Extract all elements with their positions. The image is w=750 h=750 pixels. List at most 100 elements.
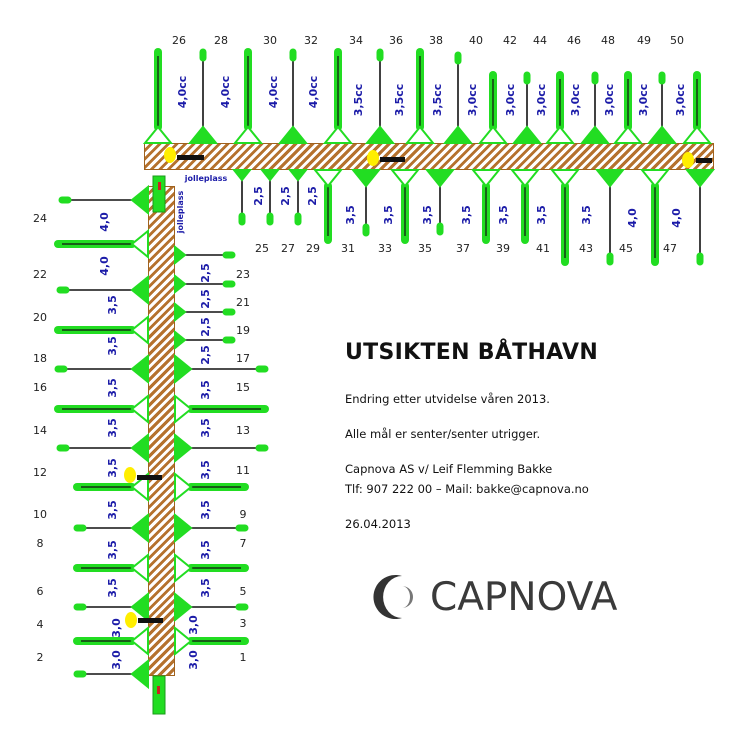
solid-triangle xyxy=(231,169,253,182)
pole-boom xyxy=(174,353,269,385)
finger-boom xyxy=(142,48,174,144)
pole-boom xyxy=(511,71,543,144)
berth-number: 4 xyxy=(37,618,44,631)
solid-triangle xyxy=(646,125,678,144)
berth-number: 12 xyxy=(33,466,47,479)
solid-triangle xyxy=(174,512,193,544)
berth-width: 4,0 xyxy=(626,208,639,228)
outline-triangle xyxy=(404,125,436,144)
date: 26.04.2013 xyxy=(345,517,411,531)
berth-width: 2,5 xyxy=(252,186,265,206)
berth-width: 3,0 xyxy=(187,650,200,670)
finger-boom xyxy=(73,471,149,503)
berth-number: 28 xyxy=(214,34,228,47)
pole-boom xyxy=(442,51,474,144)
solid-triangle xyxy=(174,301,187,323)
berth-number: 1 xyxy=(240,651,247,664)
page-title: UTSIKTEN BÅTHAVN xyxy=(345,340,599,365)
berth-width: 3,5 xyxy=(421,205,434,225)
pole-boom xyxy=(56,274,149,306)
berth-width: 4,0 xyxy=(670,208,683,228)
solid-triangle xyxy=(684,169,716,188)
finger-boom xyxy=(544,71,576,144)
berth-number: 14 xyxy=(33,424,47,437)
berth-number: 34 xyxy=(349,34,363,47)
berth-width: 3,0 xyxy=(110,650,123,670)
finger-boom xyxy=(477,71,509,144)
pole-boom xyxy=(594,169,626,266)
berth-number: 5 xyxy=(240,585,247,598)
pole-boom xyxy=(73,658,149,690)
berth-width: 3,5 xyxy=(106,418,119,438)
berth-width: 3,5 xyxy=(382,205,395,225)
outline-triangle xyxy=(639,169,671,188)
berth-number: 21 xyxy=(236,296,250,309)
solid-triangle xyxy=(511,125,543,144)
berth-number: 35 xyxy=(418,242,432,255)
berth-width: 3,5cc xyxy=(352,84,365,117)
outline-triangle xyxy=(142,125,174,144)
berth-width: 3,5cc xyxy=(431,84,444,117)
berth-number: 49 xyxy=(637,34,651,47)
berth-number: 32 xyxy=(304,34,318,47)
berth-number: 41 xyxy=(536,242,550,255)
finger-boom xyxy=(54,228,149,260)
solid-triangle xyxy=(174,329,187,351)
berth-width: 3,5 xyxy=(199,460,212,480)
finger-boom xyxy=(174,625,249,657)
pole-boom xyxy=(424,169,456,236)
main-pier-vertical xyxy=(148,186,175,676)
pole-boom xyxy=(364,48,396,144)
jolleplass-label-vertical: jolleplass xyxy=(176,190,185,234)
berth-number: 9 xyxy=(240,508,247,521)
solid-triangle xyxy=(174,244,187,266)
berth-width: 3,5 xyxy=(580,205,593,225)
outline-triangle xyxy=(389,169,421,188)
solid-triangle xyxy=(594,169,626,188)
pole-boom xyxy=(646,71,678,144)
solid-triangle xyxy=(174,591,193,623)
finger-boom xyxy=(470,169,502,244)
berth-width: 3,5 xyxy=(497,205,510,225)
pole-boom xyxy=(231,169,253,226)
berth-width: 3,5 xyxy=(106,578,119,598)
capnova-logo-mark-icon xyxy=(373,575,413,619)
berth-number: 15 xyxy=(236,381,250,394)
berth-number: 43 xyxy=(579,242,593,255)
measure-note: Alle mål er senter/senter utrigger. xyxy=(345,427,541,441)
berth-width: 2,5 xyxy=(199,289,212,309)
berth-width: 3,0cc xyxy=(637,84,650,117)
berth-number: 23 xyxy=(236,268,250,281)
berth-width: 2,5 xyxy=(279,186,292,206)
outline-triangle xyxy=(312,169,344,188)
berth-number: 39 xyxy=(496,242,510,255)
solid-triangle xyxy=(424,169,456,188)
berth-number: 29 xyxy=(306,242,320,255)
berth-width: 3,5 xyxy=(106,458,119,478)
outline-triangle xyxy=(130,228,149,260)
outline-triangle xyxy=(130,471,149,503)
berth-number: 37 xyxy=(456,242,470,255)
finger-boom xyxy=(404,48,436,144)
berth-number: 47 xyxy=(663,242,677,255)
solid-triangle xyxy=(130,353,149,385)
finger-boom xyxy=(174,393,269,425)
finger-boom xyxy=(54,314,149,346)
berth-width: 3,5 xyxy=(106,295,119,315)
finger-boom xyxy=(612,71,644,144)
ladder-icon xyxy=(380,157,405,162)
berth-number: 16 xyxy=(33,381,47,394)
berth-number: 46 xyxy=(567,34,581,47)
finger-boom xyxy=(54,393,149,425)
berth-width: 2,5 xyxy=(199,345,212,365)
berth-number: 40 xyxy=(469,34,483,47)
gangway-bottom xyxy=(152,675,166,715)
ladder-icon xyxy=(696,158,712,163)
outline-triangle xyxy=(470,169,502,188)
berth-width: 3,0cc xyxy=(504,84,517,117)
berth-number: 44 xyxy=(533,34,547,47)
pole-boom xyxy=(287,169,309,226)
pole-boom xyxy=(73,591,149,623)
berth-number: 13 xyxy=(236,424,250,437)
